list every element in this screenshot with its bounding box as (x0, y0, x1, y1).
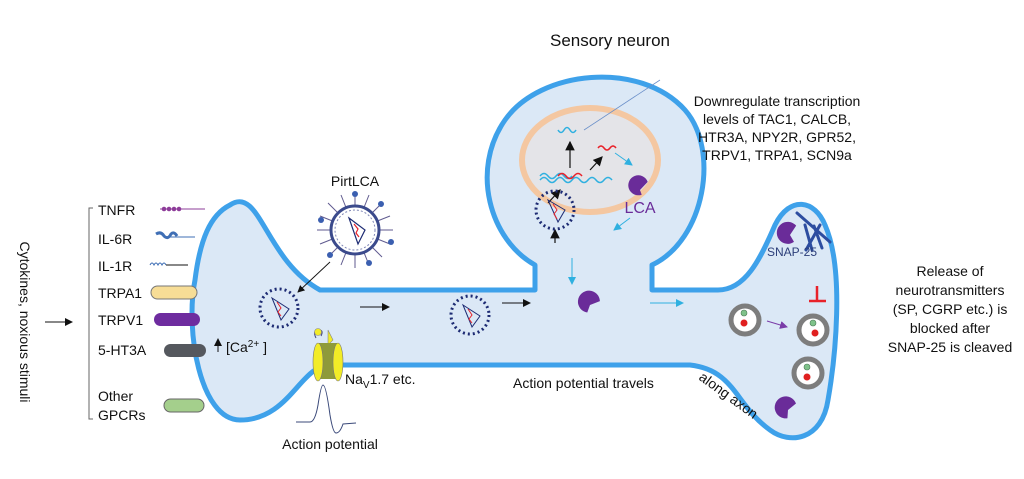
release-annotation: Release of neurotransmitters (SP, CGRP e… (888, 263, 1013, 355)
arrow-virus-entry (297, 261, 331, 293)
lca-enzyme-soma (628, 175, 648, 196)
virus-label: PirtLCA (331, 173, 380, 189)
receptor-label-il6r: IL-6R (98, 231, 132, 247)
mrna-strand-blue-2 (539, 172, 573, 180)
receptor-list: TNFR IL-6R TRPA1 IL-1R TRPV1 5-HT3A Othe… (98, 202, 147, 423)
snap25-label: SNAP-25 (767, 245, 817, 259)
virus-capsid-axon-2 (449, 294, 491, 336)
action-potential-trace (296, 384, 357, 434)
transcription-line: HTR3A, NPY2R, GPR52, (698, 129, 856, 145)
nav-label: NaV1.7 etc. (345, 371, 416, 391)
virus-capsid-axon-1 (258, 287, 300, 329)
action-potential-label: Action potential (282, 436, 378, 452)
lca-enzyme-terminal (776, 221, 797, 244)
arrow-transcription-diag (589, 156, 603, 171)
receptor-label-il1r: IL-1R (98, 258, 132, 274)
receptor-label-gpcr-2: GPCRs (98, 407, 145, 423)
transcription-line: levels of TAC1, CALCB, (703, 111, 851, 127)
lca-enzyme-bottom (774, 396, 796, 419)
receptor-label-trpa1: TRPA1 (98, 285, 142, 301)
release-line: blocked after (910, 320, 990, 336)
receptor-label-trpv1: TRPV1 (98, 312, 143, 328)
diagram-title: Sensory neuron (550, 31, 670, 50)
vesicle-2 (796, 313, 830, 347)
arrow-vesicle-fusion (766, 320, 788, 329)
nucleus (519, 105, 661, 215)
release-line: neurotransmitters (896, 282, 1005, 298)
release-line: Release of (917, 263, 984, 279)
calcium-label: [Ca2+ ] (226, 339, 267, 355)
pirtlca-virus (317, 191, 394, 268)
arrow-lca-down (613, 217, 631, 231)
lca-label: LCA (624, 200, 655, 217)
release-line: SNAP-25 is cleaved (888, 339, 1013, 355)
tnfr-icon (160, 206, 205, 212)
snare-complex (795, 211, 832, 252)
leader-line (583, 79, 661, 131)
receptor-label-gpcr-1: Other (98, 388, 133, 404)
arrow-mrna-to-lca (614, 152, 633, 166)
5ht3a-icon (164, 344, 206, 357)
release-line: (SP, CGRP etc.) is (893, 301, 1008, 317)
inhibition-symbol (809, 286, 826, 303)
mrna-strand-blue (539, 176, 613, 184)
mrna-strand-red (557, 172, 583, 180)
lca-enzyme-axon (577, 290, 600, 313)
mrna-product-red (597, 145, 617, 151)
il6r-icon (155, 231, 195, 240)
neuron-membrane (189, 74, 840, 441)
trpa1-icon (150, 285, 198, 300)
nav-channel-icon (312, 328, 344, 382)
receptor-bracket (88, 207, 93, 420)
gpcr-icon (163, 398, 205, 413)
transcription-line: TRPV1, TRPA1, SCN9a (702, 147, 852, 163)
vesicle-3 (791, 356, 825, 390)
trpv1-icon (154, 313, 200, 326)
stimuli-label: Cytokines, noxious stimuli (17, 241, 33, 402)
virus-capsid-soma (534, 189, 576, 231)
transcription-line: Downregulate transcription (694, 93, 861, 109)
travel-label: Action potential travels (513, 375, 654, 391)
vesicle-1 (728, 303, 762, 337)
transcription-annotation: Downregulate transcription levels of TAC… (694, 93, 861, 163)
receptor-label-tnfr: TNFR (98, 202, 135, 218)
il1r-icon (149, 262, 188, 267)
mrna-product-blue (557, 126, 577, 134)
receptor-label-5ht3a: 5-HT3A (98, 342, 147, 358)
